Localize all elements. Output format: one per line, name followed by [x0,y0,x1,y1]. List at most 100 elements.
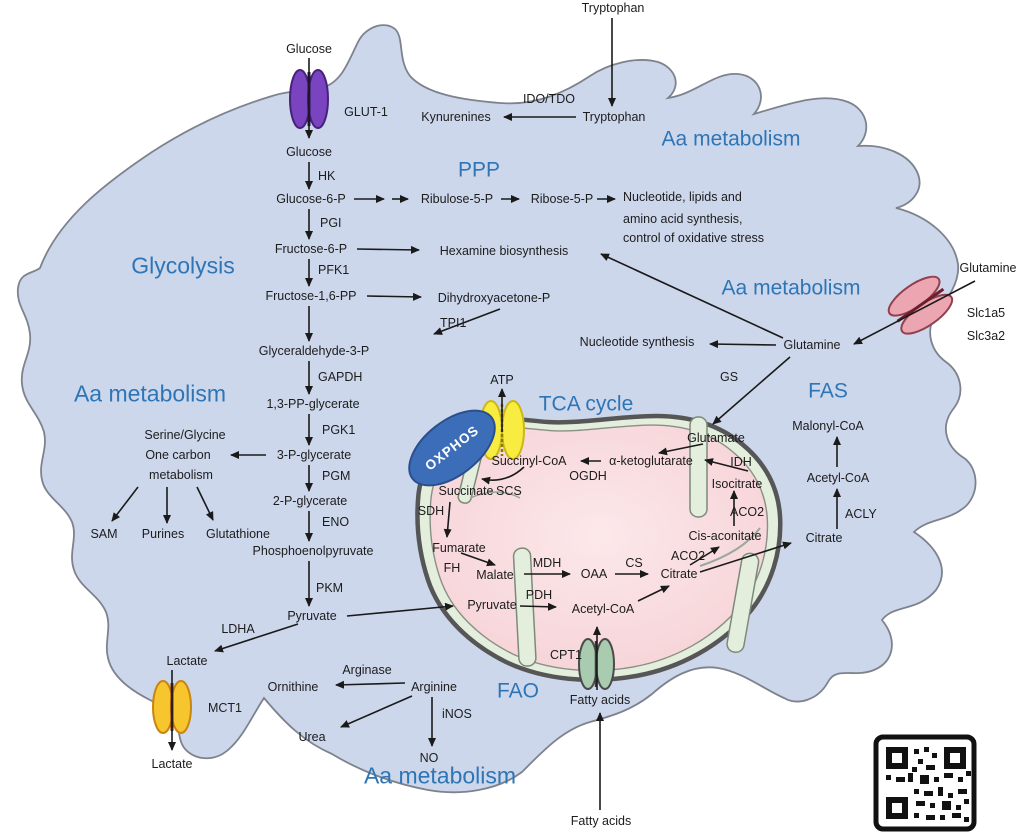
label-sam: SAM [90,526,118,541]
label-alpha-ketoglutarate: α-ketoglutarate [609,453,693,468]
enzyme-ido-tdo: IDO/TDO [522,91,576,106]
label-slc3a2: Slc3a2 [966,328,1006,343]
mito-matrix [429,424,769,672]
label-tryptophan-intracellular: Tryptophan [582,109,646,124]
label-mct1: MCT1 [207,700,243,715]
pathway-label-aa-metabolism-right: Aa metabolism [721,276,861,300]
pathway-label-aa-metabolism-left: Aa metabolism [73,380,227,407]
label-atp: ATP [490,372,514,387]
label-fructose-1-6-pp: Fructose-1,6-PP [265,288,357,303]
label-nucleotide-synthesis: Nucleotide synthesis [579,334,695,349]
enzyme-aco2-lower: ACO2 [670,548,706,563]
label-malate: Malate [476,567,514,582]
label-glyceraldehyde-3-p: Glyceraldehyde-3-P [258,343,370,358]
label-glucose-6-p: Glucose-6-P [276,191,346,206]
label-purines: Purines [141,526,185,541]
label-hexamine-biosynthesis: Hexamine biosynthesis [439,243,569,258]
pathway-label-tca-cycle: TCA cycle [538,392,634,416]
enzyme-fh: FH [443,560,461,575]
label-glutathione: Glutathione [206,526,270,541]
enzyme-inos: iNOS [442,706,472,721]
label-arginine: Arginine [411,679,457,694]
matrix-fold [699,527,761,567]
enzyme-ogdh: OGDH [569,468,607,483]
label-ornithine: Ornithine [267,679,319,694]
label-malonyl-coa: Malonyl-CoA [792,418,864,433]
label-fatty-acids-cytosol: Fatty acids [569,692,631,707]
enzyme-gs: GS [719,369,739,384]
slc-glutamine-transporter-icon [887,275,954,335]
label-ribose-5-p: Ribose-5-P [530,191,594,206]
label-lactate-intracellular: Lactate [166,653,208,668]
label-serine-glycine: Serine/Glycine [144,427,226,442]
oxphos-complex-icon [408,409,496,487]
label-nucleotide-lipids-line2: amino acid synthesis, [623,211,743,226]
label-dihydroxyacetone-p: Dihydroxyacetone-P [437,290,551,305]
enzyme-mdh: MDH [532,555,562,570]
enzyme-pgk1: PGK1 [322,422,356,437]
label-no: NO [419,750,439,765]
label-one-carbon-metabolism: metabolism [149,467,213,482]
label-fumarate: Fumarate [432,540,486,555]
label-pyruvate-mitochondrial: Pyruvate [467,597,517,612]
label-glucose-intracellular: Glucose [286,144,332,159]
enzyme-pfk1: PFK1 [318,262,350,277]
qr-code [873,734,977,832]
reaction-arrows [111,18,976,810]
crista [726,552,760,654]
pathway-label-fao: FAO [496,679,540,703]
enzyme-hk: HK [318,168,336,183]
enzyme-pgm: PGM [322,468,351,483]
label-cpt1: CPT1 [550,647,582,662]
label-phosphoenolpyruvate: Phosphoenolpyruvate [252,543,374,558]
label-succinate: Succinate [438,483,494,498]
label-tryptophan-extracellular: Tryptophan [581,0,645,15]
label-succinyl-coa: Succinyl-CoA [491,453,567,468]
label-fructose-6-p: Fructose-6-P [274,241,348,256]
label-urea: Urea [298,729,326,744]
label-ribulose-5-p: Ribulose-5-P [420,191,494,206]
label-one-carbon: One carbon [145,447,211,462]
matrix-fold [469,491,521,499]
label-glutamine-intracellular: Glutamine [783,337,841,352]
label-2-p-glycerate: 2-P-glycerate [272,493,348,508]
enzyme-arginase: Arginase [342,662,392,677]
label-citrate-cytosol: Citrate [805,530,843,545]
label-3-p-glycerate: 3-P-glycerate [276,447,352,462]
label-citrate-mitochondrial: Citrate [660,566,698,581]
enzyme-pkm: PKM [316,580,344,595]
glut1-transporter-icon [289,69,329,129]
label-glut1: GLUT-1 [344,104,388,119]
enzyme-aco2-upper: ACO2 [729,504,765,519]
pathway-label-aa-metabolism-bottom: Aa metabolism [363,762,517,789]
label-fatty-acids-extracellular: Fatty acids [570,813,632,828]
label-cis-aconitate: Cis-aconitate [688,528,762,543]
enzyme-sdh: SDH [417,503,445,518]
label-1-3-pp-glycerate: 1,3-PP-glycerate [266,396,360,411]
label-isocitrate: Isocitrate [711,476,763,491]
enzyme-ldha: LDHA [221,621,255,636]
enzyme-eno: ENO [322,514,350,529]
cpt1-transporter-icon [578,638,615,690]
mitochondrion [415,413,783,683]
enzyme-pgi: PGI [320,215,342,230]
enzyme-tpi1: TPI1 [440,315,467,330]
pathway-label-fas: FAS [808,379,848,403]
label-glutamate: Glutamate [687,430,745,445]
label-nucleotide-lipids-line3: control of oxidative stress [623,230,765,245]
enzyme-acly: ACLY [845,506,877,521]
label-glutamine-extracellular: Glutamine [959,260,1017,275]
pathway-label-ppp: PPP [457,158,501,182]
label-glucose-extracellular: Glucose [286,41,332,56]
label-pyruvate-cytosol: Pyruvate [287,608,337,623]
label-lactate-extracellular: Lactate [151,756,193,771]
label-acetyl-coa-cytosol: Acetyl-CoA [806,470,870,485]
enzyme-pdh: PDH [525,587,553,602]
label-acetyl-coa-mitochondrial: Acetyl-CoA [571,601,635,616]
enzyme-cs: CS [625,555,643,570]
enzyme-gapdh: GAPDH [318,369,363,384]
label-oaa: OAA [580,566,608,581]
enzyme-idh: IDH [730,454,752,469]
